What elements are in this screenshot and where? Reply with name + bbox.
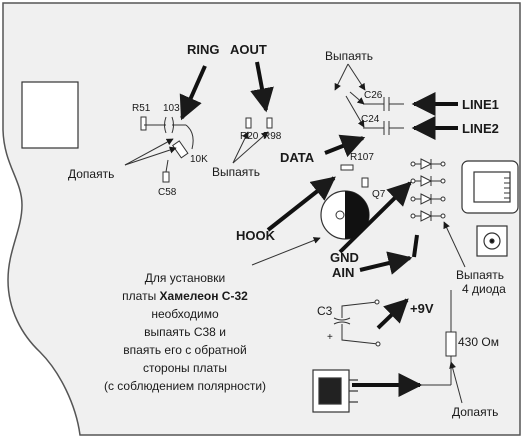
note-line-1: Для установки (145, 271, 226, 285)
note-line-7: (с соблюдением полярности) (104, 379, 266, 393)
label-ain: AIN (332, 265, 354, 280)
label-dopayat-bottom: Допаять (452, 405, 498, 419)
c103-capacitor (144, 116, 194, 150)
label-r98: R98 (263, 131, 282, 142)
label-c103: 103 (163, 103, 180, 114)
diode-bridge (410, 158, 446, 222)
square-component (21, 81, 79, 149)
label-r51: R51 (132, 103, 151, 114)
note-line-6: стороны платы (143, 361, 227, 375)
note-line-2: платы Хамелеон С-32 (122, 289, 248, 303)
note-line-4: выпаять С38 и (144, 325, 226, 339)
c26-capacitor (363, 97, 404, 111)
c24-capacitor (363, 121, 404, 135)
r20-component (245, 117, 252, 129)
label-hook: HOOK (236, 228, 276, 243)
label-dopayat-left: Допаять (68, 167, 114, 181)
r98-component (266, 117, 273, 129)
c3-capacitor (333, 299, 381, 347)
jack-connector (476, 225, 508, 257)
label-c3: C3 (317, 304, 333, 318)
label-plus9v: +9V (410, 301, 434, 316)
label-aout: AOUT (230, 42, 267, 57)
label-vypayat-top: Выпаять (325, 49, 373, 63)
label-ring: RING (187, 42, 220, 57)
label-line1: LINE1 (462, 97, 499, 112)
label-line2: LINE2 (462, 121, 499, 136)
label-c58: C58 (158, 187, 177, 198)
label-plus-small: + (327, 332, 333, 343)
rj-connector (461, 160, 519, 214)
r107-component (340, 164, 354, 171)
q7-component (361, 177, 369, 188)
note-line-3: необходимо (151, 307, 219, 321)
thick-arrows (179, 61, 458, 397)
instruction-note: Для установки платы Хамелеон С-32 необхо… (104, 271, 266, 393)
label-gnd: GND (330, 250, 359, 265)
label-c26: C26 (364, 90, 383, 101)
r51-component (140, 116, 147, 131)
label-vypayat-diodes-2: 4 диода (462, 282, 506, 296)
label-r107: R107 (350, 152, 374, 163)
label-r430: 430 Ом (458, 335, 499, 349)
label-vypayat-diodes-1: Выпаять (456, 268, 504, 282)
label-q7: Q7 (372, 189, 386, 200)
voltage-regulator (312, 369, 358, 413)
r10k-component (172, 140, 189, 159)
note-line-5: впаять его с обратной (123, 343, 246, 357)
label-c24: C24 (361, 114, 380, 125)
thin-pointers (124, 63, 466, 404)
label-r10k: 10K (190, 154, 208, 165)
label-vypayat-mid: Выпаять (212, 165, 260, 179)
label-data: DATA (280, 150, 315, 165)
c58-component (162, 171, 170, 183)
label-r20: R20 (240, 131, 259, 142)
